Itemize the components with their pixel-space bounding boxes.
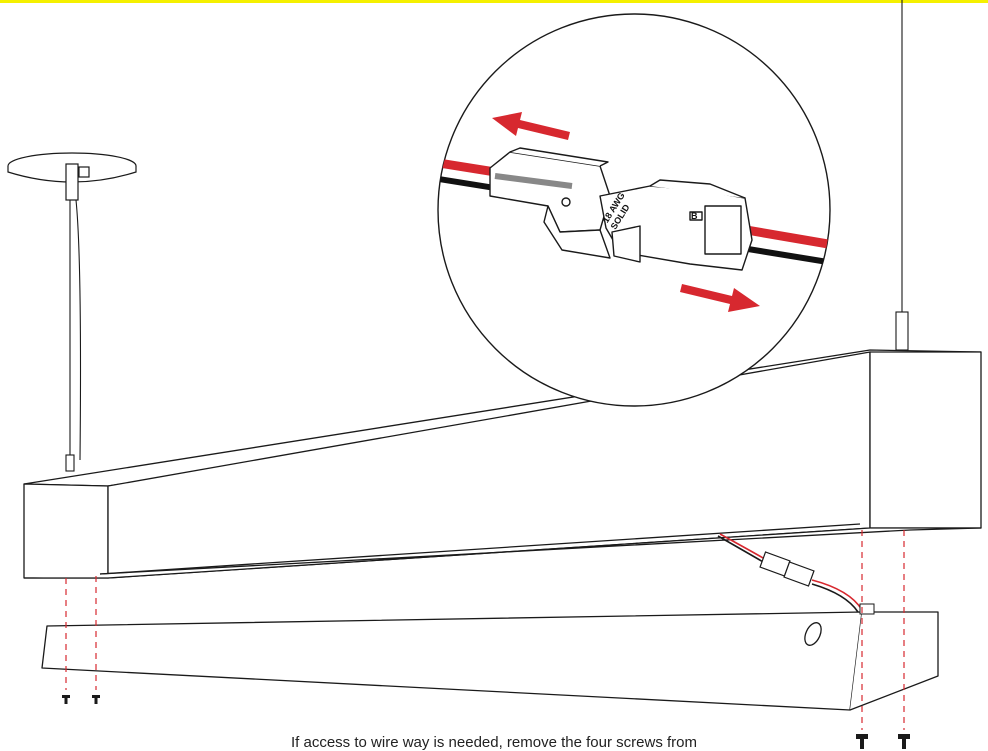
screw-guide-lines — [65, 530, 905, 730]
pull-arrow-right-icon — [680, 284, 760, 312]
detail-magnifier: 18 AWG SOLID B — [437, 13, 831, 407]
lower-connector-icon — [717, 533, 875, 615]
quick-connector-icon — [489, 147, 753, 271]
instruction-caption: If access to wire way is needed, remove … — [291, 734, 697, 751]
marking-b-label: B — [691, 211, 698, 221]
top-accent-bar — [0, 0, 988, 3]
screw-icon — [62, 695, 910, 749]
pull-arrow-left-icon — [492, 112, 570, 140]
aircraft-cable-icon — [65, 199, 82, 472]
ceiling-canopy-icon — [7, 152, 137, 201]
removable-panel — [41, 611, 939, 711]
aircraft-cable-icon-right — [895, 0, 909, 351]
fixture-body — [23, 349, 982, 579]
